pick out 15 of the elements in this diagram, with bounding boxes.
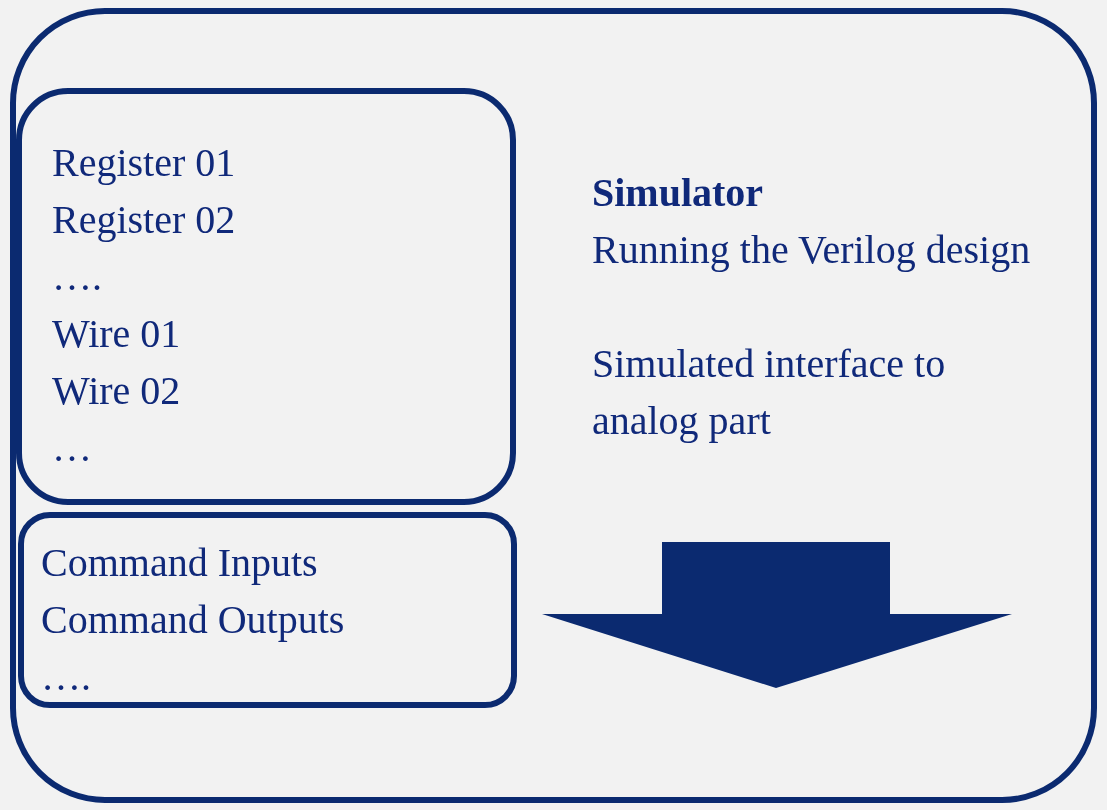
list-item: Wire 02 xyxy=(52,367,181,415)
description: Simulated interface to analog part xyxy=(592,340,947,445)
description: Running the Verilog design xyxy=(592,226,1032,274)
list-item: … xyxy=(52,424,92,472)
list-item: …. xyxy=(52,253,102,301)
list-box xyxy=(18,512,517,708)
list-item: Command Outputs xyxy=(41,596,345,644)
list-item: Command Inputs xyxy=(41,539,318,587)
list-item: Register 02 xyxy=(52,196,236,244)
list-box xyxy=(16,88,516,505)
heading: Simulator xyxy=(592,169,765,217)
list-item: Wire 01 xyxy=(52,310,181,358)
list-item: Register 01 xyxy=(52,139,236,187)
simulator-panel xyxy=(10,8,1097,803)
list-item: …. xyxy=(41,653,91,701)
